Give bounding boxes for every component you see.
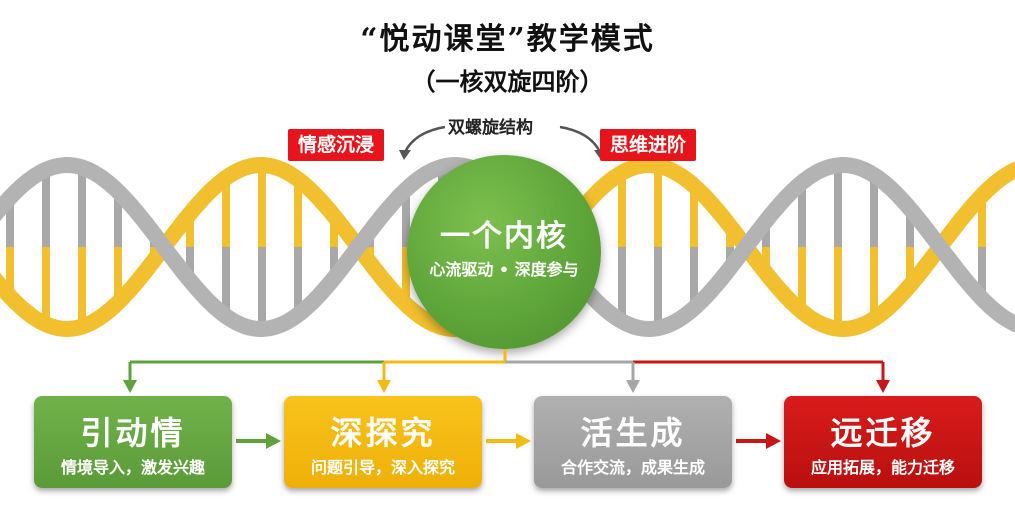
helix-rung — [42, 169, 50, 247]
helix-rung — [294, 247, 302, 315]
core-title: 一个内核 — [440, 219, 568, 254]
step-title: 深探究 — [330, 414, 436, 452]
helix-rung — [978, 195, 986, 247]
step-far-transfer: 远迁移 应用拓展，能力迁移 — [784, 396, 982, 488]
core-subtitle: 心流驱动 • 深度参与 — [429, 260, 579, 279]
helix-rung — [690, 247, 698, 309]
helix-rung — [402, 247, 410, 305]
helix-rung — [258, 247, 266, 329]
helix-rung — [654, 165, 662, 247]
helix-rung — [906, 208, 914, 247]
helix-rung — [6, 197, 14, 247]
helix-rung — [42, 247, 50, 325]
core-circle: 一个内核 心流驱动 • 深度参与 — [407, 155, 601, 349]
step-engage-emotion: 引动情 情境导入，激发兴趣 — [34, 396, 232, 488]
helix-rung — [6, 247, 14, 297]
helix-rung — [186, 213, 194, 247]
step-subtitle: 合作交流，成果生成 — [560, 458, 705, 477]
helix-rung — [798, 182, 806, 247]
step-subtitle: 情境导入，激发兴趣 — [60, 458, 205, 477]
helix-rung — [222, 247, 230, 317]
helix-rung — [834, 247, 842, 329]
helix-rung — [870, 247, 878, 319]
helix-rung — [870, 175, 878, 247]
emotion-immersion-label: 情感沉浸 — [288, 129, 385, 161]
step-title: 远迁移 — [830, 414, 936, 452]
step-title: 引动情 — [80, 414, 186, 452]
helix-rung — [114, 247, 122, 303]
structure-label: 双螺旋结构 — [448, 118, 533, 138]
thinking-advance-label: 思维进阶 — [600, 129, 697, 161]
helix-rung — [222, 177, 230, 247]
helix-rung — [654, 247, 662, 329]
helix-rung — [294, 179, 302, 247]
step-subtitle: 问题引导，深入探究 — [310, 458, 455, 477]
helix-rung — [330, 247, 338, 279]
helix-rung — [330, 215, 338, 247]
helix-rung — [762, 247, 770, 274]
helix-rung — [618, 247, 626, 322]
helix-rung — [762, 220, 770, 247]
helix-rung — [78, 167, 86, 247]
step-title: 活生成 — [580, 414, 686, 452]
helix-rung — [258, 165, 266, 247]
helix-rung — [402, 189, 410, 247]
step-active-generation: 活生成 合作交流，成果生成 — [534, 396, 732, 488]
step-deep-inquiry: 深探究 问题引导，深入探究 — [284, 396, 482, 488]
helix-rung — [798, 247, 806, 312]
helix-rung — [906, 247, 914, 286]
helix-rung — [114, 191, 122, 247]
helix-rung — [78, 247, 86, 327]
step-subtitle: 应用拓展，能力迁移 — [810, 458, 955, 477]
helix-rung — [978, 247, 986, 299]
helix-rung — [186, 247, 194, 281]
diagram-title: “悦动课堂”教学模式 — [360, 22, 655, 57]
helix-rung — [690, 185, 698, 247]
helix-rung — [834, 165, 842, 247]
diagram-subtitle: （一核双旋四阶） — [411, 67, 604, 96]
helix-rung — [618, 172, 626, 247]
